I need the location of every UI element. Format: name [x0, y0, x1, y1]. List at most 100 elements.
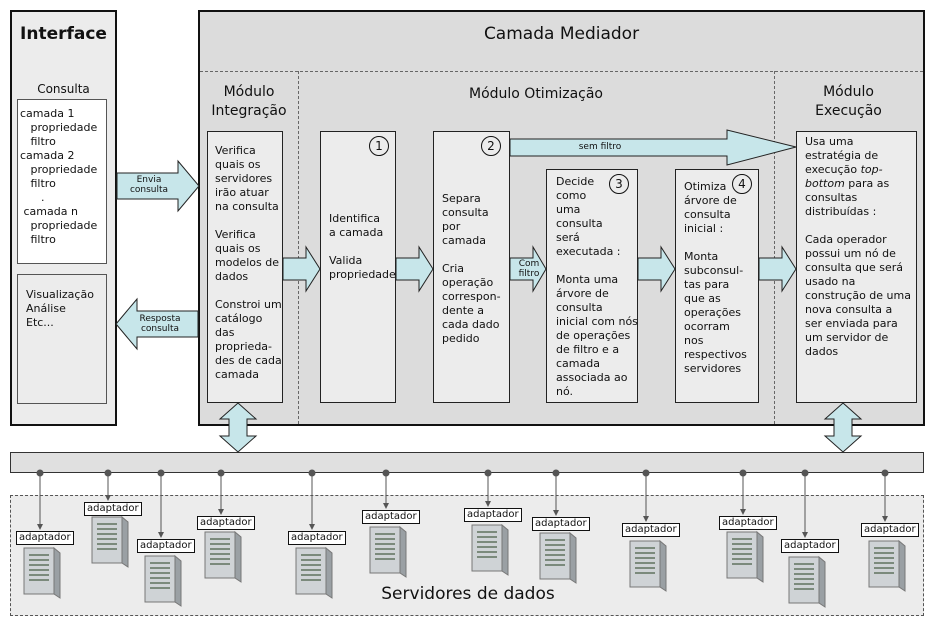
adapter-label: adaptador — [362, 510, 420, 524]
bus-connection-dot — [801, 469, 809, 477]
resposta-arrow — [115, 297, 199, 351]
interface-title: Interface — [20, 24, 107, 44]
adapter-arrowhead — [643, 516, 649, 522]
visualizacao-text: Visualização Análise Etc... — [26, 288, 94, 329]
server-icon — [91, 515, 129, 568]
module-execucao-title: Módulo Execução — [815, 84, 882, 119]
module-divider-2 — [774, 71, 775, 424]
server-icon — [868, 539, 906, 592]
adapter-arrowhead — [105, 495, 111, 501]
consulta-item: camada 2 — [20, 149, 75, 162]
step2-number: 2 — [481, 136, 501, 156]
mediador-title: Camada Mediador — [483, 24, 640, 44]
arrow-step1-step2 — [395, 245, 434, 293]
step1-number: 1 — [369, 136, 389, 156]
envia-arrow — [116, 159, 200, 213]
bus-connection-dot — [308, 469, 316, 477]
consulta-item: propriedade — [20, 219, 98, 232]
module-integracao-title: Módulo Integração — [211, 84, 287, 119]
adapter-label: adaptador — [84, 502, 142, 516]
execucao-box: Usa uma estratégia de execução top-botto… — [796, 131, 917, 403]
adapter-label: adaptador — [464, 508, 522, 522]
adapter-label: adaptador — [16, 531, 74, 545]
module-divider-1 — [298, 71, 299, 424]
data-bus — [10, 452, 924, 473]
adapter-label: adaptador — [288, 531, 346, 545]
server-icon — [788, 555, 826, 608]
server-icon — [629, 539, 667, 592]
bus-connection-dot — [881, 469, 889, 477]
server-icon — [23, 546, 61, 599]
server-icon — [539, 531, 577, 584]
module-header-divider — [200, 71, 923, 72]
adapter-arrowhead — [740, 509, 746, 515]
bus-connection-dot — [36, 469, 44, 477]
server-icon — [204, 530, 242, 583]
adapter-label: adaptador — [719, 516, 777, 530]
step1-box: 1 Identifica a camada Valida propriedade — [320, 131, 396, 403]
server-icon — [295, 546, 333, 599]
step4-text: Otimiza árvore de consulta inicial : Mon… — [684, 180, 747, 375]
bus-connection-dot — [739, 469, 747, 477]
adapter-label: adaptador — [137, 539, 195, 553]
step2-box: 2 Separa consulta por camada Cria operaç… — [433, 131, 510, 403]
arrow-step4-exec — [758, 245, 797, 293]
server-layer — [23, 469, 906, 608]
step4-number: 4 — [732, 174, 752, 194]
adapter-label: adaptador — [622, 523, 680, 537]
arrow-step2-step3 — [509, 245, 547, 293]
adapter-arrowhead — [882, 516, 888, 522]
consulta-item: propriedade — [20, 163, 98, 176]
arrow-int-bus — [218, 402, 258, 453]
bus-connection-dot — [484, 469, 492, 477]
bus-connection-dot — [382, 469, 390, 477]
arrow-sem-filtro — [509, 129, 797, 166]
adapter-arrowhead — [802, 532, 808, 538]
sem-filtro-label: sem filtro — [578, 142, 622, 152]
arrow-step3-step4 — [637, 245, 676, 293]
step4-box: 4 Otimiza árvore de consulta inicial : M… — [675, 169, 759, 403]
execucao-text-a: Usa uma estratégia de execução — [805, 135, 879, 176]
consulta-label: Consulta — [37, 82, 90, 96]
consulta-item: filtro — [20, 135, 56, 148]
execucao-text-b: para as consultas distribuídas : Cada op… — [805, 177, 911, 358]
visualizacao-box: Visualização Análise Etc... — [17, 274, 107, 404]
envia-label: Envia consulta — [129, 175, 169, 195]
consulta-item: camada n — [20, 205, 78, 218]
adapter-arrowhead — [309, 524, 315, 530]
consulta-item: propriedade — [20, 121, 98, 134]
server-icon — [144, 554, 182, 607]
server-icon — [726, 530, 764, 583]
integracao-box: Verifica quais os servidores irão atuar … — [207, 131, 283, 403]
step3-number: 3 — [609, 174, 629, 194]
servers-title: Servidores de dados — [381, 584, 555, 604]
execucao-text: Usa uma estratégia de execução top-botto… — [805, 135, 917, 359]
adapter-label: adaptador — [861, 523, 919, 537]
step1-text: Identifica a camada Valida propriedade — [329, 212, 396, 281]
bus-connection-dot — [552, 469, 560, 477]
adapter-arrowhead — [485, 501, 491, 507]
adapter-arrowhead — [218, 509, 224, 515]
adapter-arrowhead — [158, 532, 164, 538]
module-otimizacao-title: Módulo Otimização — [468, 86, 603, 102]
adapter-arrowhead — [553, 510, 559, 516]
resposta-label: Resposta consulta — [139, 314, 181, 334]
adapter-arrowhead — [37, 524, 43, 530]
bus-connection-dot — [104, 469, 112, 477]
bus-connection-dot — [157, 469, 165, 477]
step3-text: Decide como uma consulta será executada … — [556, 175, 638, 398]
adapter-label: adaptador — [781, 539, 839, 553]
arrow-int-step1 — [282, 245, 321, 293]
consulta-item: filtro — [20, 233, 56, 246]
adapter-arrowhead — [383, 503, 389, 509]
integracao-text: Verifica quais os servidores irão atuar … — [215, 144, 282, 381]
com-filtro-label: Com filtro — [518, 259, 540, 279]
execucao-text-italic: top-bottom — [805, 163, 883, 190]
interface-panel: Interface Consulta camada 1 propriedade … — [10, 10, 117, 426]
server-icon — [369, 525, 407, 578]
step3-box: 3 Decide como uma consulta será executad… — [546, 169, 638, 403]
adapter-label: adaptador — [532, 517, 590, 531]
